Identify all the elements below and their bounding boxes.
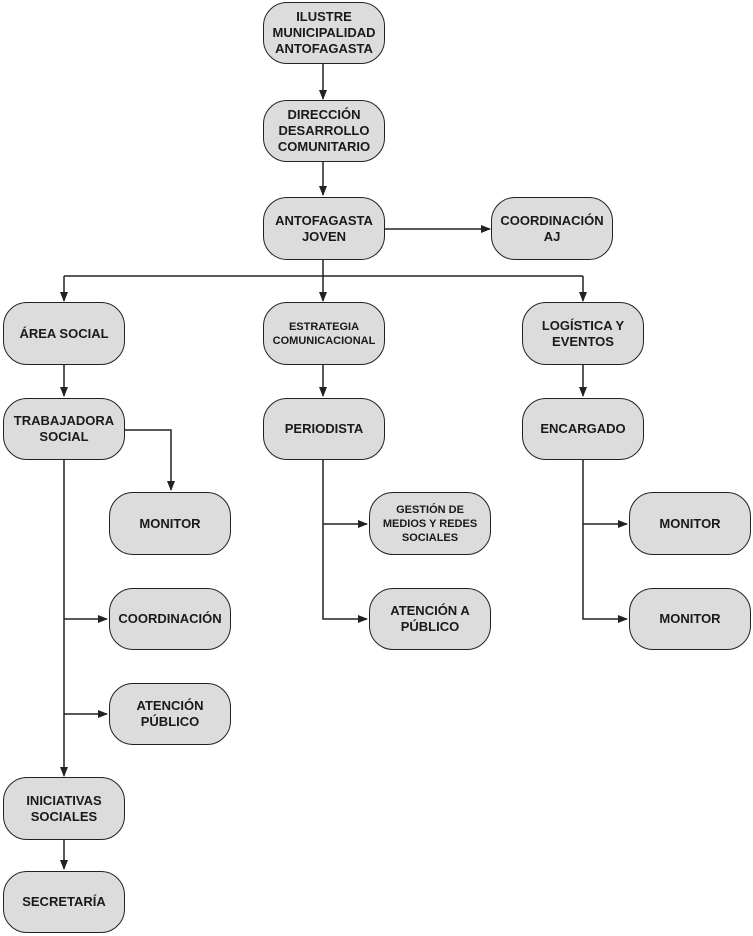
node-ilustre-municipalidad: ILUSTRE MUNICIPALIDAD ANTOFAGASTA (263, 2, 385, 64)
node-monitor-logistica-2: MONITOR (629, 588, 751, 650)
node-atencion-a-publico: ATENCIÓN A PÚBLICO (369, 588, 491, 650)
node-monitor-logistica-1: MONITOR (629, 492, 751, 555)
node-encargado: ENCARGADO (522, 398, 644, 460)
node-iniciativas-sociales: INICIATIVAS SOCIALES (3, 777, 125, 840)
node-area-social: ÁREA SOCIAL (3, 302, 125, 365)
node-gestion-medios: GESTIÓN DE MEDIOS Y REDES SOCIALES (369, 492, 491, 555)
node-atencion-publico: ATENCIÓN PÚBLICO (109, 683, 231, 745)
node-direccion-desarrollo: DIRECCIÓN DESARROLLO COMUNITARIO (263, 100, 385, 162)
node-antofagasta-joven: ANTOFAGASTA JOVEN (263, 197, 385, 260)
node-trabajadora-social: TRABAJADORA SOCIAL (3, 398, 125, 460)
node-estrategia-comunicacional: ESTRATEGIA COMUNICACIONAL (263, 302, 385, 365)
node-periodista: PERIODISTA (263, 398, 385, 460)
connector-periodista-trunk (322, 460, 368, 623)
connector-encargado-trunk (582, 460, 628, 623)
node-logistica-eventos: LOGÍSTICA Y EVENTOS (522, 302, 644, 365)
node-coordinacion: COORDINACIÓN (109, 588, 231, 650)
node-secretaria: SECRETARÍA (3, 871, 125, 933)
connector-trabajadora-monitor (124, 429, 175, 491)
node-monitor-social: MONITOR (109, 492, 231, 555)
node-coordinacion-aj: COORDINACIÓN AJ (491, 197, 613, 260)
